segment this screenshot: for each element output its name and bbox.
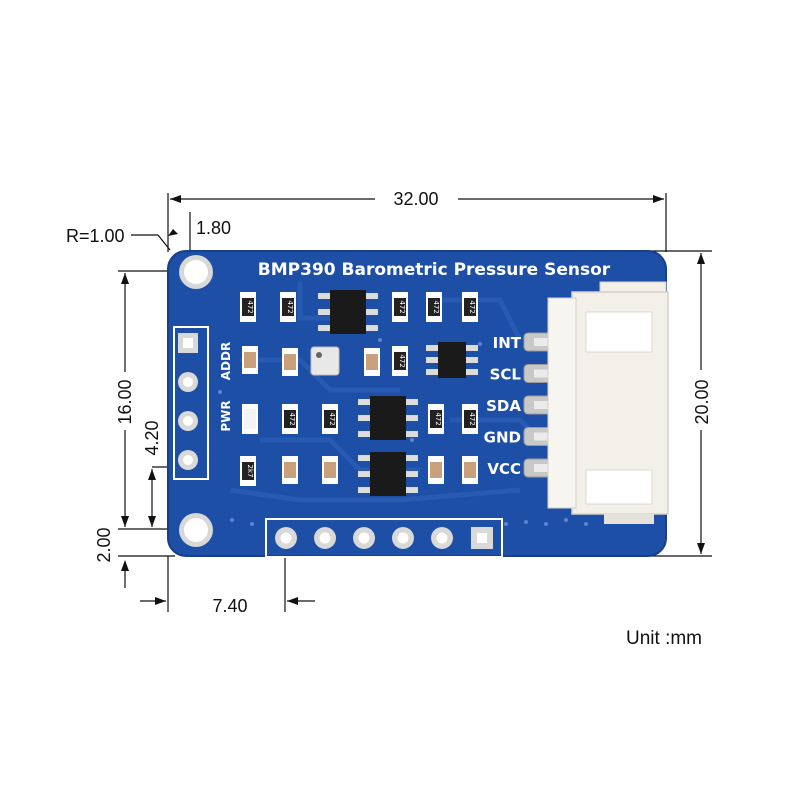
mounting-hole-top: [179, 255, 213, 289]
resistor: 472: [392, 346, 408, 376]
resistor-array: 472 472 472 472 472 472 472 472 472 472 2k7: [240, 292, 478, 486]
resistor-marking: 472: [288, 412, 296, 425]
resistor: 472: [462, 292, 478, 322]
sot-chip: [426, 342, 478, 378]
dimension-arrows: [121, 195, 705, 605]
resistor: 472: [428, 404, 444, 434]
pwr-label: PWR: [219, 400, 233, 431]
mounting-hole-bottom: [179, 513, 213, 547]
pcb-board: BMP390 Barometric Pressure Sensor ADDR P…: [167, 250, 669, 558]
bottom-header-pads: [275, 527, 493, 549]
resistor: 2k7: [240, 456, 256, 486]
resistor-marking: 2k7: [246, 465, 254, 478]
resistor: 472: [322, 404, 338, 434]
pin-label-vcc: VCC: [487, 460, 521, 478]
hole-spacing-dimension: 16.00: [115, 379, 135, 424]
resistor: 472: [392, 292, 408, 322]
left-header-pads: [178, 333, 198, 470]
width-dimension: 32.00: [393, 189, 438, 209]
left-header-outline: [173, 326, 209, 480]
pin-label-gnd: GND: [484, 429, 521, 447]
header-offset-dimension: 7.40: [212, 596, 247, 616]
resistor-marking: 472: [328, 412, 336, 425]
sot-chip: [358, 396, 418, 440]
ic-chips: [318, 290, 478, 496]
pin-label-int: INT: [493, 334, 522, 352]
unit-label: Unit :mm: [626, 628, 702, 649]
height-dimension: 20.00: [692, 379, 712, 424]
resistor-marking: 472: [286, 300, 294, 313]
pin-label-sda: SDA: [486, 397, 521, 415]
capacitor-array: [242, 346, 478, 484]
resistor: 472: [282, 404, 298, 434]
resistor-marking: 472: [468, 412, 476, 425]
pin-labels: INT SCL SDA GND VCC: [484, 334, 522, 478]
sot-chip: [318, 290, 378, 334]
hole-offset-dimension: 1.80: [196, 218, 231, 238]
resistor: 472: [280, 292, 296, 322]
addr-label: ADDR: [219, 342, 233, 380]
resistor-marking: 472: [246, 300, 254, 313]
corner-radius-dimension: R=1.00: [66, 226, 125, 246]
board-title: BMP390 Barometric Pressure Sensor: [258, 260, 611, 280]
resistor-marking: 472: [398, 300, 406, 313]
resistor: 472: [426, 292, 442, 322]
resistor-marking: 472: [434, 412, 442, 425]
bottom-offset-dimension: 2.00: [94, 527, 114, 562]
resistor-marking: 472: [432, 300, 440, 313]
sot-chip: [358, 452, 418, 496]
header-pitch-dimension: 4.20: [142, 420, 162, 455]
resistor: 472: [240, 292, 256, 322]
pin-label-scl: SCL: [490, 366, 522, 384]
bottom-header-outline: [265, 518, 503, 558]
resistor: 472: [462, 404, 478, 434]
resistor-marking: 472: [398, 354, 406, 367]
power-led: [242, 404, 258, 434]
resistor-marking: 472: [468, 300, 476, 313]
bmp390-sensor-chip: [310, 346, 340, 376]
jst-connector: [547, 281, 669, 524]
